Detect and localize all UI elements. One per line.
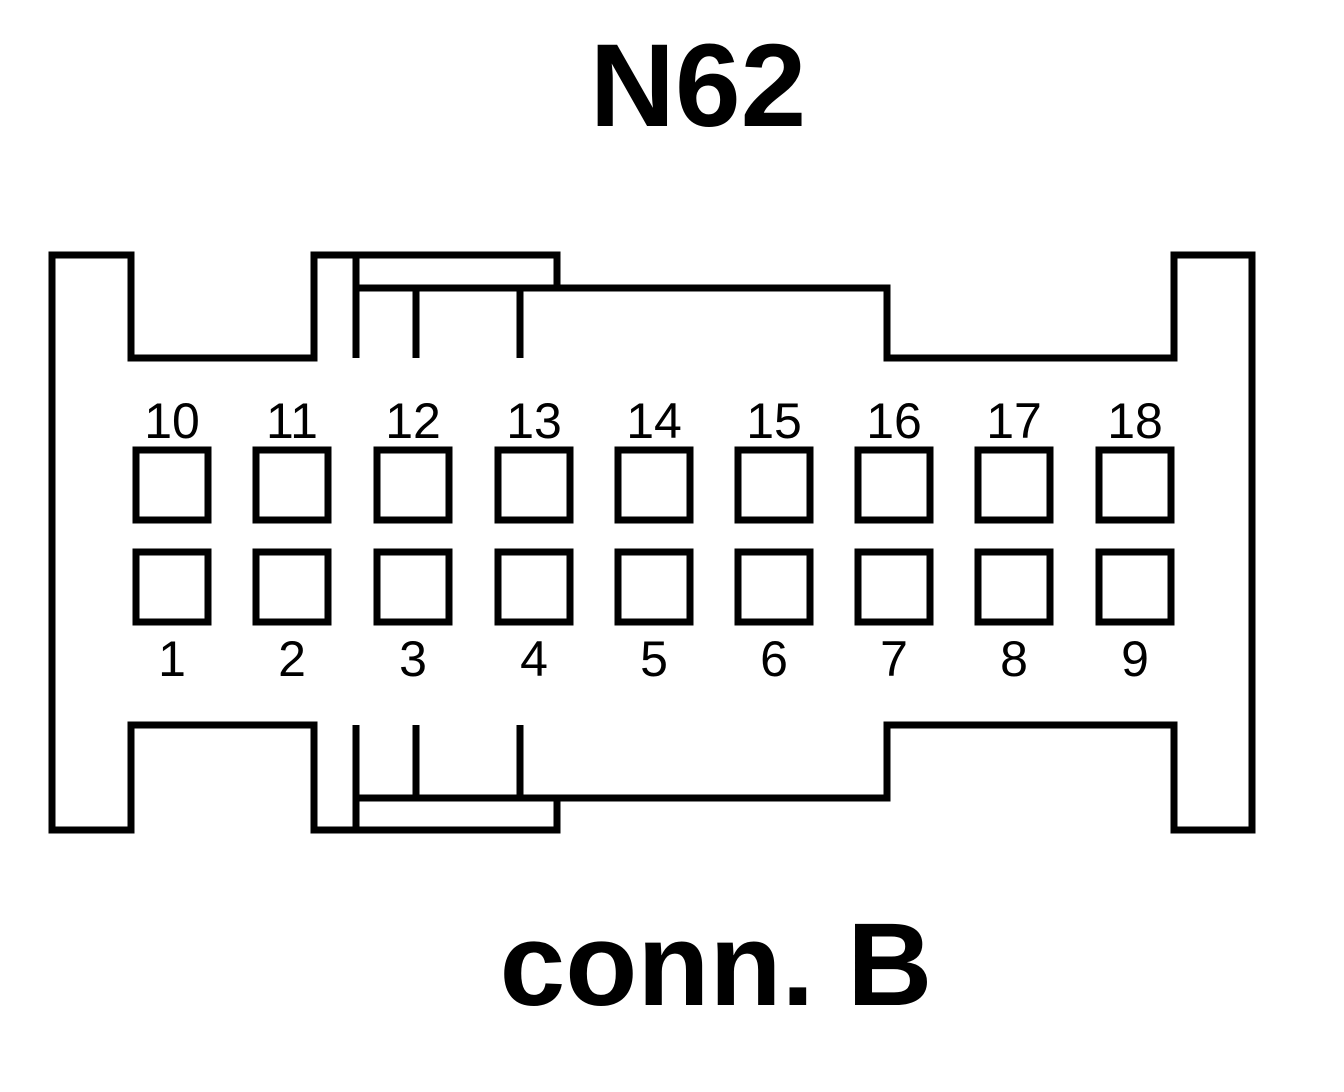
pin-label-16: 16 (866, 393, 922, 449)
pin-cavity-18 (1095, 446, 1175, 524)
pin-label-17: 17 (986, 393, 1042, 449)
pin-cavity-10 (132, 446, 212, 524)
pin-cavity-12 (373, 446, 453, 524)
pin-cavity-11 (252, 446, 332, 524)
pin-label-7: 7 (880, 631, 908, 687)
pin-cavity-5 (614, 548, 694, 626)
connector-title: N62 (590, 20, 806, 152)
pin-cavity-7 (854, 548, 934, 626)
pin-label-1: 1 (158, 631, 186, 687)
pin-label-2: 2 (278, 631, 306, 687)
pin-label-4: 4 (520, 631, 548, 687)
pin-cavity-17 (974, 446, 1054, 524)
pin-cavity-6 (734, 548, 814, 626)
pin-cavity-8 (974, 548, 1054, 626)
pin-label-12: 12 (385, 393, 441, 449)
upper-latch (352, 255, 557, 358)
pin-label-15: 15 (746, 393, 802, 449)
pin-label-14: 14 (626, 393, 682, 449)
pin-cavity-4 (494, 548, 574, 626)
lower-latch (352, 725, 557, 830)
pin-label-5: 5 (640, 631, 668, 687)
pin-cavity-1 (132, 548, 212, 626)
pin-cavity-14 (614, 446, 694, 524)
pin-row-top: 10 11 12 13 14 15 16 17 18 (132, 393, 1175, 524)
pin-cavity-9 (1095, 548, 1175, 626)
pin-label-3: 3 (399, 631, 427, 687)
connector-housing (48, 251, 1256, 834)
pin-cavity-3 (373, 548, 453, 626)
connector-subtitle: conn. B (500, 899, 933, 1031)
pin-label-9: 9 (1121, 631, 1149, 687)
pin-row-bottom: 1 2 3 4 5 6 7 8 9 (132, 548, 1175, 687)
pin-label-11: 11 (266, 393, 318, 449)
pin-cavity-15 (734, 446, 814, 524)
pin-cavity-13 (494, 446, 574, 524)
pin-label-13: 13 (506, 393, 562, 449)
pin-label-8: 8 (1000, 631, 1028, 687)
pin-label-6: 6 (760, 631, 788, 687)
pin-cavity-16 (854, 446, 934, 524)
pin-cavity-2 (252, 548, 332, 626)
pin-label-18: 18 (1107, 393, 1163, 449)
pin-label-10: 10 (144, 393, 200, 449)
